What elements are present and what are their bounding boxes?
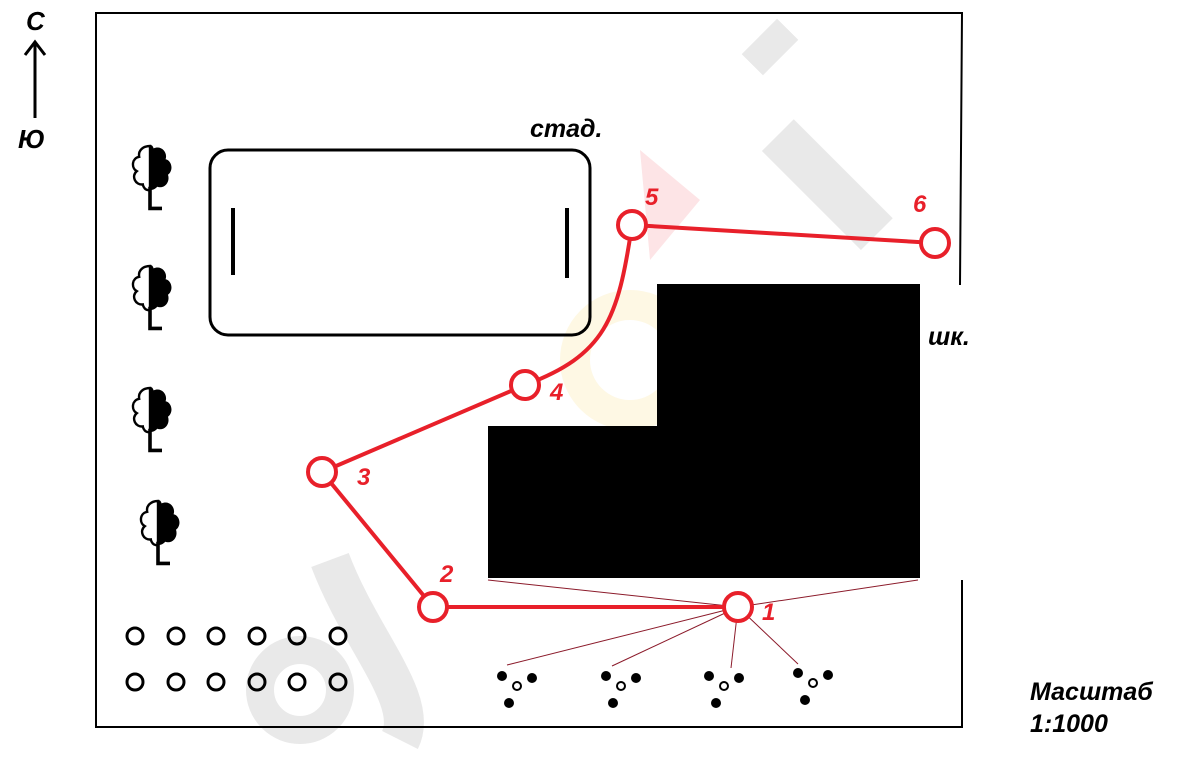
station-6-marker[interactable]	[919, 227, 951, 259]
tree-icon	[139, 498, 182, 566]
route-stations	[306, 209, 951, 623]
stadium-label: стад.	[530, 115, 602, 143]
shrub-icon	[600, 670, 642, 709]
school: шк.	[488, 284, 970, 578]
scale-legend: Масштаб 1:1000	[1030, 678, 1154, 738]
shrub-icon	[703, 670, 745, 709]
bush-icon	[247, 672, 267, 692]
bush-icon	[125, 672, 145, 692]
station-2-marker[interactable]	[417, 591, 449, 623]
scale-title: Масштаб	[1030, 678, 1154, 706]
compass: С Ю	[18, 6, 47, 154]
shrub-icon	[496, 670, 538, 709]
scale-value: 1:1000	[1030, 710, 1108, 738]
station-1-marker[interactable]	[722, 591, 754, 623]
tree-row	[131, 143, 182, 566]
tree-icon	[131, 263, 174, 331]
station-4-label: 4	[549, 379, 563, 406]
sight-lines	[487, 579, 919, 669]
bush-icon	[287, 672, 307, 692]
bush-icon	[166, 672, 186, 692]
bush-icon	[328, 626, 348, 646]
bush-icon	[206, 672, 226, 692]
map-frame	[95, 12, 964, 728]
station-3-marker[interactable]	[306, 456, 338, 488]
compass-south-label: Ю	[18, 124, 45, 154]
station-2-label: 2	[439, 561, 454, 588]
compass-north-label: С	[26, 6, 46, 36]
station-6-label: 6	[913, 191, 927, 218]
bush-rows	[125, 626, 348, 692]
station-1-label: 1	[762, 599, 775, 626]
tree-icon	[131, 385, 174, 453]
tree-icon	[131, 143, 174, 211]
school-label: шк.	[928, 323, 970, 351]
station-5-label: 5	[645, 184, 659, 211]
bush-icon	[328, 672, 348, 692]
station-4-marker[interactable]	[509, 369, 541, 401]
shrub-clusters	[496, 667, 834, 709]
bush-icon	[287, 626, 307, 646]
bush-icon	[166, 626, 186, 646]
bush-icon	[125, 626, 145, 646]
bush-icon	[206, 626, 226, 646]
stadium: стад.	[208, 115, 602, 337]
station-5-marker[interactable]	[616, 209, 648, 241]
bush-icon	[247, 626, 267, 646]
route: 1 2 3 4 5 6	[306, 184, 951, 626]
station-3-label: 3	[357, 464, 371, 491]
shrub-icon	[792, 667, 834, 706]
